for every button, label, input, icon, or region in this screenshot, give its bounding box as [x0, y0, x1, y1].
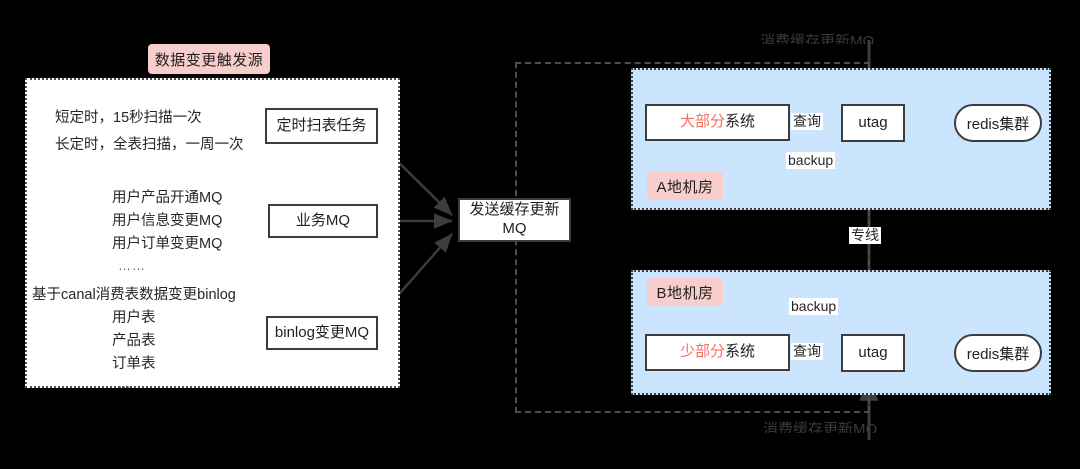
- timer-line-2: 长定时，全表扫描，一周一次: [55, 137, 244, 153]
- node-send-cache-update-mq[interactable]: 发送缓存更新 MQ: [458, 198, 571, 242]
- node-minority-systems-suffix: 系统: [725, 343, 756, 361]
- node-binlog-change-mq-label: binlog变更MQ: [274, 323, 370, 341]
- node-minority-systems-highlight: 少部分: [679, 343, 725, 361]
- node-redis-cluster-b-label: redis集群: [966, 345, 1030, 363]
- node-send-cache-update-mq-line2: MQ: [502, 220, 527, 237]
- binlog-ellipsis: ……: [118, 376, 146, 391]
- datacenter-b-badge: B地机房: [647, 278, 723, 306]
- query-label-a: 查询: [791, 113, 823, 130]
- bottom-consume-caption: 消费缓存更新MQ: [763, 421, 878, 433]
- trunk-line-label: 专线: [849, 227, 881, 244]
- node-majority-systems-suffix: 系统: [725, 113, 756, 131]
- node-majority-systems[interactable]: 大部分系统: [645, 104, 790, 141]
- binlog-line-2: 产品表: [112, 333, 156, 349]
- node-business-mq-label: 业务MQ: [295, 211, 351, 229]
- business-mq-line-3: 用户订单变更MQ: [112, 236, 223, 252]
- datacenter-a-badge: A地机房: [647, 172, 723, 200]
- node-business-mq[interactable]: 业务MQ: [268, 204, 378, 238]
- node-utag-a-label: utag: [858, 113, 888, 131]
- node-majority-systems-highlight: 大部分: [679, 113, 725, 131]
- source-title-text: 数据变更触发源: [154, 51, 264, 69]
- binlog-line-3: 订单表: [112, 356, 156, 372]
- node-scheduled-scan-task[interactable]: 定时扫表任务: [265, 108, 378, 144]
- node-majority-systems-label: 大部分系统: [680, 113, 755, 132]
- backup-label-a: backup: [786, 152, 836, 169]
- node-minority-systems-label: 少部分系统: [680, 343, 755, 362]
- node-binlog-change-mq[interactable]: binlog变更MQ: [266, 316, 378, 350]
- node-scheduled-scan-task-label: 定时扫表任务: [276, 116, 367, 134]
- query-label-b: 查询: [791, 343, 823, 360]
- business-mq-line-1: 用户产品开通MQ: [112, 190, 223, 206]
- backup-label-b: backup: [789, 298, 839, 315]
- node-utag-b-label: utag: [858, 343, 888, 361]
- node-utag-a[interactable]: utag: [841, 104, 905, 142]
- datacenter-b-badge-label: B地机房: [656, 284, 714, 302]
- datacenter-a-badge-label: A地机房: [656, 178, 714, 196]
- node-utag-b[interactable]: utag: [841, 334, 905, 372]
- node-redis-cluster-a[interactable]: redis集群: [954, 104, 1042, 142]
- node-send-cache-update-mq-line1: 发送缓存更新: [469, 201, 560, 219]
- node-minority-systems[interactable]: 少部分系统: [645, 334, 790, 371]
- binlog-line-1: 用户表: [112, 310, 156, 326]
- top-consume-caption: 消费缓存更新MQ: [760, 33, 875, 44]
- node-redis-cluster-b[interactable]: redis集群: [954, 334, 1042, 372]
- business-mq-ellipsis: ……: [118, 258, 146, 273]
- binlog-header: 基于canal消费表数据变更binlog: [32, 287, 236, 303]
- timer-line-1: 短定时，15秒扫描一次: [55, 110, 202, 126]
- source-title-badge: 数据变更触发源: [148, 44, 270, 74]
- node-redis-cluster-a-label: redis集群: [966, 115, 1030, 133]
- business-mq-line-2: 用户信息变更MQ: [112, 213, 223, 229]
